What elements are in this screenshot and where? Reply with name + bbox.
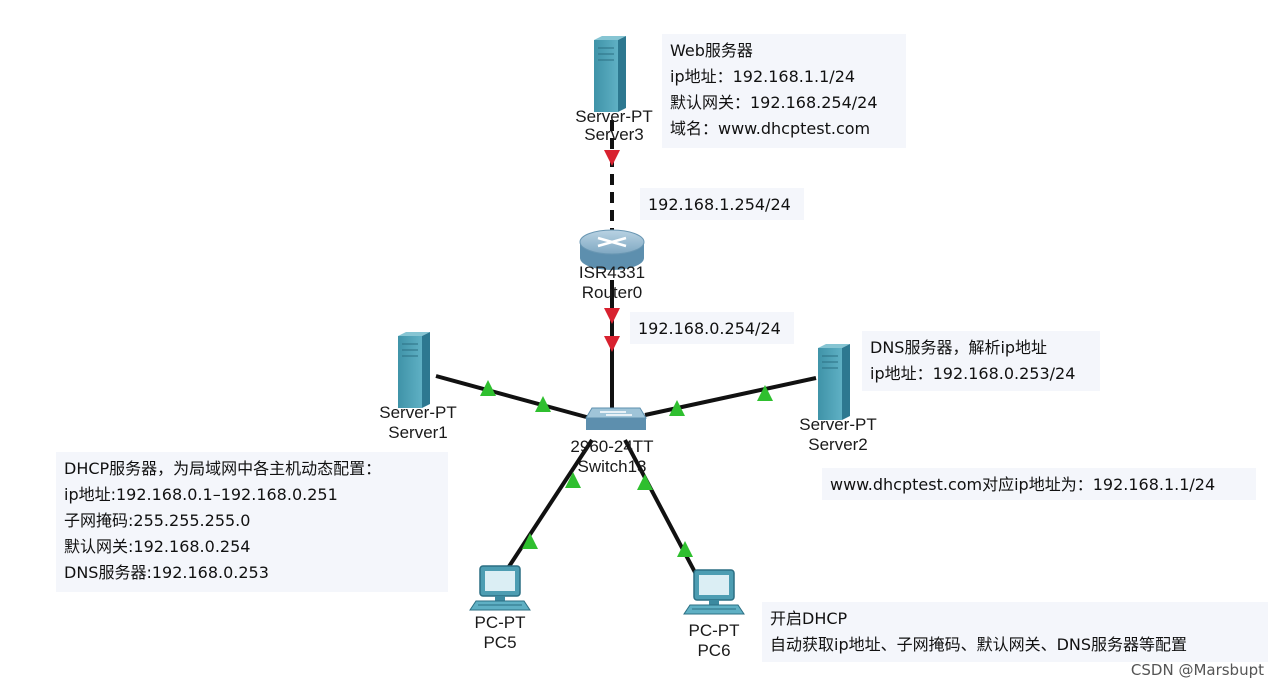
- pc5-icon[interactable]: [469, 565, 531, 611]
- link-up-indicator: [480, 380, 496, 396]
- router0-model-label: ISR4331: [579, 263, 645, 282]
- note-line: 192.168.1.254/24: [648, 195, 791, 214]
- link-up-indicator: [565, 472, 581, 488]
- link-up-indicator: [522, 533, 538, 549]
- pc6-name-label: PC6: [697, 641, 730, 660]
- web-server-note: Web服务器 ip地址：192.168.1.1/24 默认网关：192.168.…: [662, 34, 906, 148]
- server2-name-label: Server2: [808, 435, 868, 454]
- note-line: 开启DHCP: [770, 609, 848, 628]
- link-down-indicator: [604, 150, 620, 166]
- note-line: 默认网关：192.168.254/24: [670, 93, 878, 112]
- server1-icon[interactable]: [397, 331, 431, 409]
- note-line: ip地址:192.168.0.1–192.168.0.251: [64, 485, 338, 504]
- router0-name-label: Router0: [582, 283, 642, 302]
- link-up-indicator: [535, 396, 551, 412]
- link-up-indicator: [677, 541, 693, 557]
- link-up-indicator: [757, 385, 773, 401]
- note-line: 192.168.0.254/24: [638, 319, 781, 338]
- dns-mapping-note: www.dhcptest.com对应ip地址为：192.168.1.1/24: [822, 468, 1256, 500]
- link-up-indicator: [637, 474, 653, 490]
- note-line: 子网掩码:255.255.255.0: [64, 511, 251, 530]
- link-server1-switch: [435, 374, 591, 420]
- note-line: DNS服务器:192.168.0.253: [64, 563, 269, 582]
- note-line: DNS服务器，解析ip地址: [870, 338, 1048, 357]
- switch13-model-label: 2960-24TT: [570, 437, 653, 456]
- note-line: Web服务器: [670, 41, 753, 60]
- pc5-model-label: PC-PT: [475, 613, 526, 632]
- server2-icon[interactable]: [817, 343, 851, 421]
- link-pc5-switch: [506, 438, 594, 570]
- note-line: www.dhcptest.com对应ip地址为：192.168.1.1/24: [830, 475, 1216, 494]
- server3-model-label: Server-PT: [575, 107, 652, 126]
- watermark: CSDN @Marsbupt: [1130, 661, 1264, 679]
- link-down-indicator: [604, 336, 620, 352]
- server3-name-label: Server3: [584, 125, 644, 144]
- server1-name-label: Server1: [388, 423, 448, 442]
- link-server2-switch: [644, 376, 817, 417]
- pc6-model-label: PC-PT: [689, 621, 740, 640]
- server3-icon[interactable]: [593, 35, 627, 113]
- pc6-icon[interactable]: [683, 569, 745, 615]
- router-upper-ip-label: 192.168.1.254/24: [640, 188, 804, 220]
- note-line: ip地址：192.168.1.1/24: [670, 67, 856, 86]
- note-line: 域名：www.dhcptest.com: [670, 119, 871, 138]
- server2-model-label: Server-PT: [799, 415, 876, 434]
- pc-dhcp-note: 开启DHCP 自动获取ip地址、子网掩码、默认网关、DNS服务器等配置: [762, 602, 1268, 662]
- dhcp-server-note: DHCP服务器，为局域网中各主机动态配置： ip地址:192.168.0.1–1…: [56, 452, 448, 592]
- switch13-icon[interactable]: [585, 407, 647, 430]
- switch13-name-label: Switch13: [578, 457, 647, 476]
- router-lower-ip-label: 192.168.0.254/24: [630, 312, 794, 344]
- router0-icon[interactable]: [579, 229, 645, 270]
- note-line: ip地址：192.168.0.253/24: [870, 364, 1076, 383]
- pc5-name-label: PC5: [483, 633, 516, 652]
- link-up-indicator: [669, 400, 685, 416]
- note-line: 默认网关:192.168.0.254: [64, 537, 251, 556]
- server1-model-label: Server-PT: [379, 403, 456, 422]
- note-line: 自动获取ip地址、子网掩码、默认网关、DNS服务器等配置: [770, 635, 1188, 654]
- dns-server-note: DNS服务器，解析ip地址 ip地址：192.168.0.253/24: [862, 331, 1100, 391]
- note-line: DHCP服务器，为局域网中各主机动态配置：: [64, 459, 382, 478]
- link-down-indicator: [604, 308, 620, 324]
